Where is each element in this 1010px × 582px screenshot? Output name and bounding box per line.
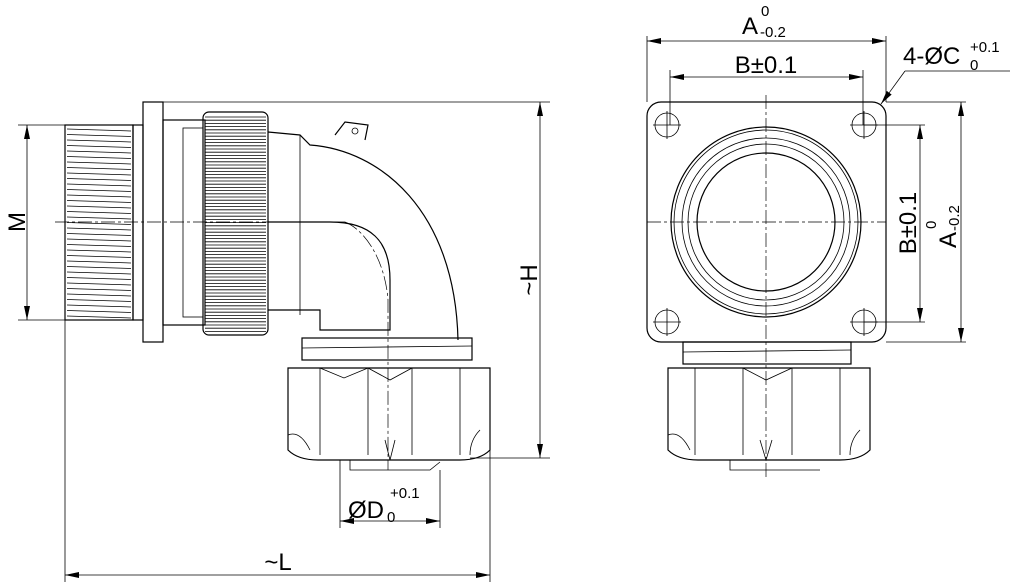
label-b: B±0.1 [735,52,798,79]
label-c: 4-ØC [903,43,960,70]
label-a-vertical-lower: -0.2 [946,205,963,231]
front-view [646,95,887,480]
label-d: ØD [348,497,384,524]
dimension-d: ØD 0 +0.1 [339,460,441,528]
dimension-a-horizontal: A -0.2 0 [646,3,887,102]
dimension-b-horizontal: B±0.1 [669,52,864,125]
label-c-upper: +0.1 [970,39,1000,56]
dimension-b-vertical: B±0.1 [864,124,925,323]
label-a-vertical-upper: 0 [923,221,940,229]
label-m: M [4,212,31,232]
dimension-l: ~L [64,320,491,582]
label-a-vertical: A [935,232,962,248]
thread-section [64,124,134,321]
label-a: A [742,13,758,40]
label-a-upper: 0 [761,3,769,20]
dimension-a-vertical: A -0.2 0 [886,101,966,343]
label-b-vertical: B±0.1 [895,192,922,255]
dimension-h: ~H [163,101,550,459]
label-c-lower: 0 [970,57,978,74]
label-l: ~L [264,549,291,576]
elbow-housing [267,121,459,341]
label-h: ~H [516,264,543,295]
side-view [55,101,491,471]
label-d-lower: 0 [387,509,395,526]
label-d-upper: +0.1 [390,485,420,502]
cable-gland-nut [287,337,491,471]
dimension-m: M [4,124,65,321]
label-a-lower: -0.2 [760,24,786,41]
knurled-coupling-nut [202,111,269,336]
dimension-c-holes: 4-ØC 0 +0.1 [880,39,1010,105]
body [162,119,206,326]
